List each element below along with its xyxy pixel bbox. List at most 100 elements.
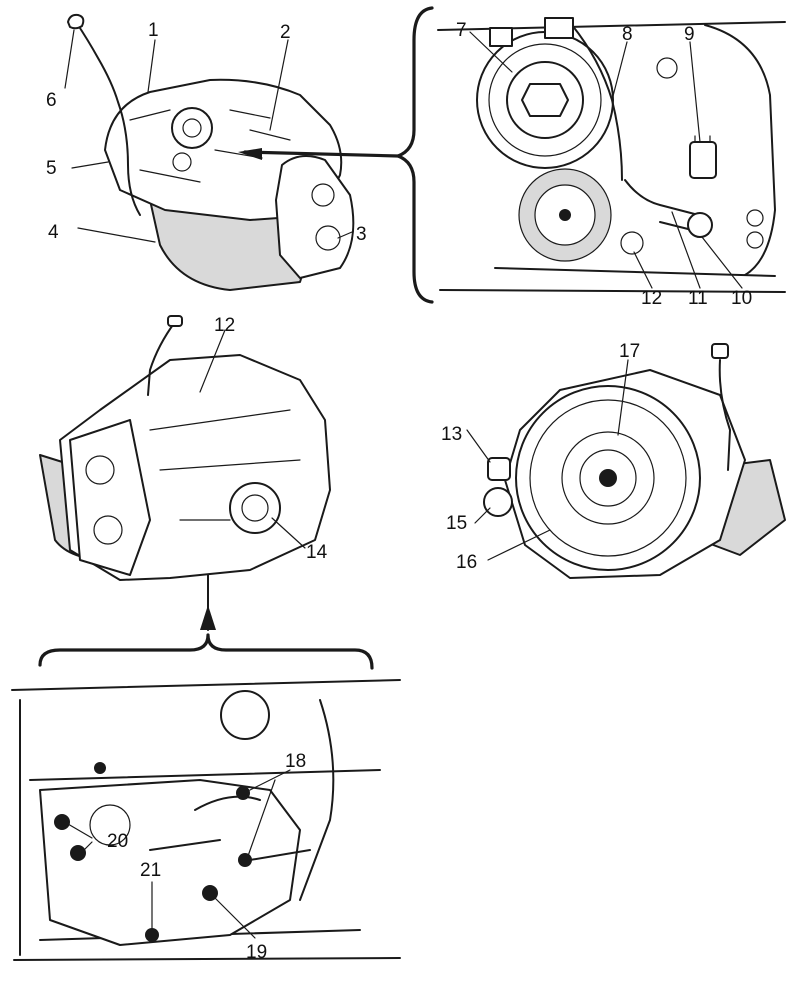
bolt-20b (70, 845, 86, 861)
callout-18: 18 (285, 751, 306, 772)
leader-15 (474, 507, 491, 524)
leader-19 (214, 897, 256, 939)
leader-14 (271, 517, 306, 549)
rear-end-cover (69, 419, 151, 576)
callout-17: 17 (619, 341, 640, 362)
leader-1 (147, 39, 156, 93)
leader-10 (701, 236, 743, 289)
leader-lines (64, 29, 743, 939)
link-bushing (687, 212, 713, 238)
stud-right-a (746, 209, 764, 227)
dipstick-handle (67, 13, 85, 30)
callout-14: 14 (306, 542, 328, 563)
switch-sensor-9 (689, 141, 717, 179)
leader-5 (71, 161, 109, 169)
callout-15: 15 (446, 513, 467, 534)
callout-21: 21 (140, 860, 161, 881)
callout-12-top: 12 (641, 288, 662, 309)
callout-4: 4 (48, 222, 59, 243)
rear-tube-fitting (167, 315, 183, 327)
leader-20 (67, 823, 93, 853)
callout-20: 20 (107, 831, 128, 852)
bolt-top-left (94, 762, 106, 774)
bolt-21 (145, 928, 159, 942)
detail-bracket-bottom (38, 633, 374, 670)
under-frame-lines (11, 679, 401, 961)
leader-9 (689, 41, 701, 143)
callout-7: 7 (456, 20, 467, 41)
rear-shaft-hub (241, 494, 269, 522)
case-ribs (129, 109, 291, 183)
stud-right-b (746, 231, 764, 249)
rear-cover-boss-lower (93, 515, 123, 545)
top-boss-left (489, 27, 513, 47)
converter-tube (718, 359, 731, 471)
view-detail-end (437, 17, 786, 293)
up-arrow-head (200, 605, 216, 630)
top-boss-right (544, 17, 574, 39)
leader-17 (617, 359, 629, 436)
callout-labels: 1 2 3 4 5 6 7 8 9 10 11 12 12 13 14 15 1… (46, 20, 752, 963)
callout-8: 8 (622, 24, 633, 45)
rear-cover-boss-upper (85, 455, 115, 485)
detail-pointer-arrow (243, 150, 400, 158)
leader-12a (633, 251, 653, 289)
callout-1: 1 (148, 20, 159, 41)
pointer-arrowhead (238, 148, 262, 160)
view-transmission-overview (67, 13, 355, 291)
callout-19: 19 (246, 942, 267, 963)
leader-4 (77, 227, 156, 243)
callout-6: 6 (46, 90, 57, 111)
callout-16: 16 (456, 552, 477, 573)
converter-bolt-ring (529, 399, 687, 557)
leader-11 (671, 211, 701, 289)
view-converter-face (483, 343, 786, 579)
side-cover-boss-lower (315, 225, 341, 251)
converter-tube-fitting (711, 343, 729, 359)
dipstick-tube (75, 21, 141, 216)
leader-12b (199, 329, 226, 393)
leader-8 (611, 41, 628, 101)
bolt-20a (54, 814, 70, 830)
callout-2: 2 (280, 22, 291, 43)
view-rear-side (39, 315, 331, 581)
callout-9: 9 (684, 24, 695, 45)
converter-inner-ring (561, 431, 655, 525)
output-flange-hub (182, 118, 202, 138)
bolt-18b (238, 853, 252, 867)
under-boss (89, 804, 131, 846)
under-ribs (149, 795, 311, 861)
under-housing (39, 779, 301, 946)
cover-plate-ring (488, 43, 602, 157)
bolt-12-detail (620, 231, 644, 255)
rear-case-ribs (149, 409, 301, 521)
leader-2 (269, 39, 289, 131)
view-underside-detail (11, 679, 401, 961)
callout-10: 10 (731, 288, 752, 309)
side-cover-boss-upper (311, 183, 335, 207)
callout-11: 11 (688, 288, 708, 309)
rear-shaft-seal (229, 482, 281, 534)
converter-hub-ring (579, 449, 637, 507)
bolt-19 (202, 885, 218, 901)
cover-hex-nut (521, 83, 569, 117)
under-pipe (299, 699, 335, 901)
leader-3 (337, 231, 353, 239)
detail-bracket-top (396, 6, 434, 304)
callout-13: 13 (441, 424, 462, 445)
bolt-18 (236, 786, 250, 800)
callout-3: 3 (356, 224, 367, 245)
callout-5: 5 (46, 158, 57, 179)
switch-terminals (694, 135, 711, 143)
leader-13 (466, 429, 491, 463)
leader-18 (247, 769, 291, 857)
housing-edge (704, 24, 776, 276)
side-cover (275, 155, 355, 279)
boss-upper-right (656, 57, 678, 79)
under-opening (220, 690, 270, 740)
converter-center (599, 469, 617, 487)
sensor-15 (483, 487, 513, 517)
pulley-center (559, 209, 571, 221)
